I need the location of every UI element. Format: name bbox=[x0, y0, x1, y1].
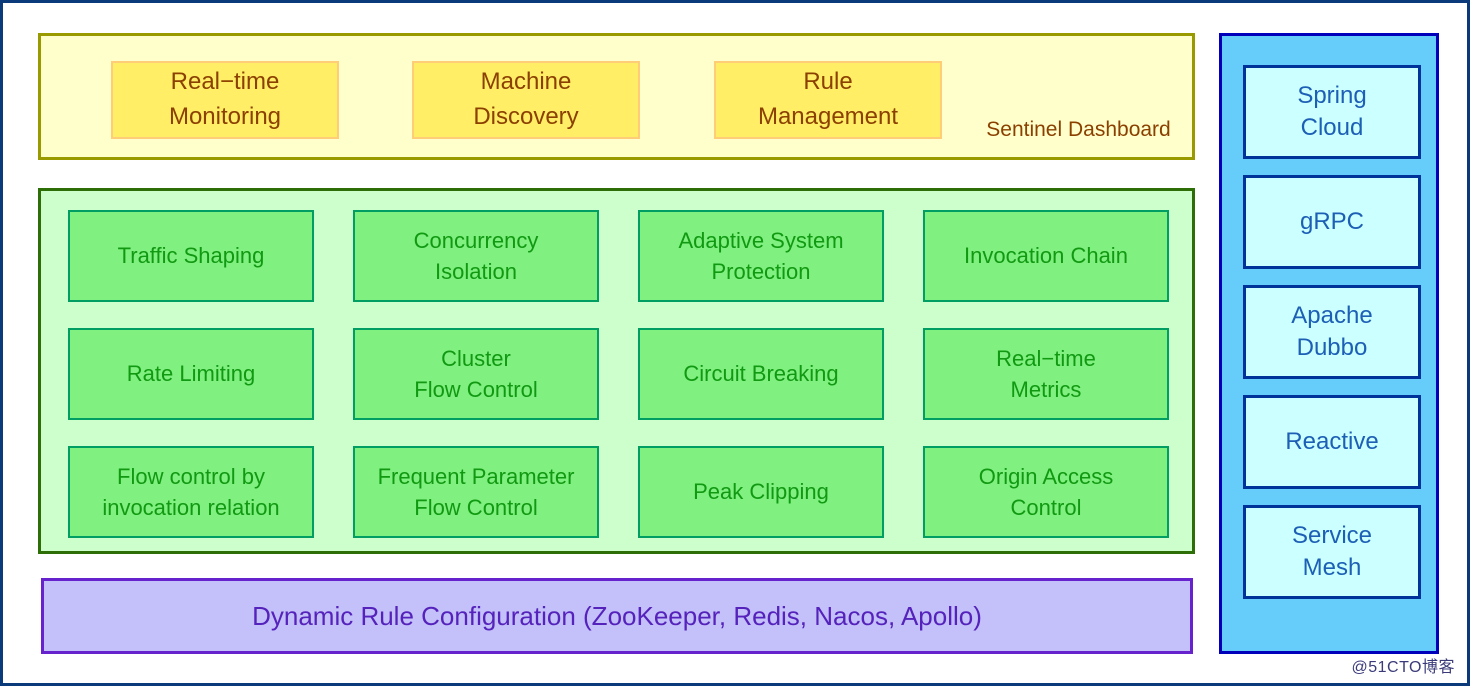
core-box-rate-limiting: Rate Limiting bbox=[68, 328, 314, 420]
core-box-flow-control-by-invocation-relation: Flow control by invocation relation bbox=[68, 446, 314, 538]
dynamic-rule-configuration-bar: Dynamic Rule Configuration (ZooKeeper, R… bbox=[41, 578, 1193, 654]
dashboard-box-machine-discovery: Machine Discovery bbox=[412, 61, 640, 139]
dashboard-box-line1: Machine bbox=[480, 68, 572, 96]
integration-box-line1: Reactive bbox=[1285, 427, 1379, 455]
core-box-line1: Traffic Shaping bbox=[117, 243, 265, 269]
core-box-line1: Circuit Breaking bbox=[683, 361, 839, 387]
core-box-line1: Adaptive System bbox=[678, 227, 844, 253]
core-box-circuit-breaking: Circuit Breaking bbox=[638, 328, 884, 420]
watermark: @51CTO博客 bbox=[1351, 659, 1455, 676]
core-box-line1: Frequent Parameter bbox=[377, 463, 575, 489]
core-features-grid: Traffic Shaping Concurrency Isolation Ad… bbox=[68, 210, 1169, 538]
core-box-line1: Invocation Chain bbox=[964, 243, 1128, 269]
sentinel-dashboard-panel: Real−time Monitoring Machine Discovery R… bbox=[38, 33, 1195, 160]
dashboard-box-line1: Real−time bbox=[170, 68, 280, 96]
dashboard-box-line2: Discovery bbox=[473, 103, 579, 130]
core-box-line1: Real−time bbox=[996, 345, 1096, 371]
core-box-line1: Peak Clipping bbox=[693, 479, 829, 505]
core-box-concurrency-isolation: Concurrency Isolation bbox=[353, 210, 599, 302]
core-box-line1: Concurrency bbox=[413, 227, 539, 253]
integrations-panel: Spring Cloud gRPC Apache Dubbo Reactive … bbox=[1219, 33, 1439, 654]
core-box-traffic-shaping: Traffic Shaping bbox=[68, 210, 314, 302]
integration-box-line2: Dubbo bbox=[1296, 334, 1368, 361]
core-box-line2: Flow Control bbox=[414, 495, 538, 520]
integration-box-line2: Cloud bbox=[1300, 114, 1364, 141]
dashboard-panel-caption: Sentinel Dashboard bbox=[986, 118, 1171, 141]
integration-box-line1: Apache bbox=[1291, 301, 1373, 329]
core-box-line1: Flow control by bbox=[117, 463, 265, 489]
integration-box-apache-dubbo: Apache Dubbo bbox=[1243, 285, 1421, 379]
core-box-adaptive-system-protection: Adaptive System Protection bbox=[638, 210, 884, 302]
core-box-cluster-flow-control: Cluster Flow Control bbox=[353, 328, 599, 420]
dashboard-box-line1: Rule bbox=[803, 68, 853, 96]
core-box-line1: Origin Access bbox=[978, 463, 1114, 489]
core-box-line2: Flow Control bbox=[414, 377, 538, 402]
integration-box-line1: Service bbox=[1291, 521, 1373, 549]
dashboard-box-line2: Management bbox=[757, 103, 899, 130]
integrations-list: Spring Cloud gRPC Apache Dubbo Reactive … bbox=[1243, 65, 1421, 599]
core-box-line2: Control bbox=[1010, 495, 1082, 520]
core-box-frequent-parameter-flow-control: Frequent Parameter Flow Control bbox=[353, 446, 599, 538]
integration-box-line1: Spring bbox=[1297, 81, 1367, 109]
core-box-line2: invocation relation bbox=[102, 495, 280, 520]
core-box-origin-access-control: Origin Access Control bbox=[923, 446, 1169, 538]
dynamic-rule-configuration-label: Dynamic Rule Configuration (ZooKeeper, R… bbox=[252, 600, 982, 631]
core-box-line1: Rate Limiting bbox=[126, 361, 256, 387]
core-box-line2: Protection bbox=[711, 259, 811, 284]
core-box-line2: Metrics bbox=[1010, 377, 1082, 402]
core-box-line1: Cluster bbox=[441, 345, 511, 371]
integration-box-line2: Mesh bbox=[1302, 554, 1362, 581]
core-box-invocation-chain: Invocation Chain bbox=[923, 210, 1169, 302]
core-box-line2: Isolation bbox=[435, 259, 517, 284]
integration-box-service-mesh: Service Mesh bbox=[1243, 505, 1421, 599]
integration-box-spring-cloud: Spring Cloud bbox=[1243, 65, 1421, 159]
dashboard-box-line2: Monitoring bbox=[168, 103, 282, 130]
integration-box-reactive: Reactive bbox=[1243, 395, 1421, 489]
core-box-peak-clipping: Peak Clipping bbox=[638, 446, 884, 538]
dashboard-box-real-time-monitoring: Real−time Monitoring bbox=[111, 61, 339, 139]
core-features-panel: Traffic Shaping Concurrency Isolation Ad… bbox=[38, 188, 1195, 554]
integration-box-line1: gRPC bbox=[1299, 207, 1365, 235]
integration-box-grpc: gRPC bbox=[1243, 175, 1421, 269]
dashboard-box-rule-management: Rule Management bbox=[714, 61, 942, 139]
core-box-real-time-metrics: Real−time Metrics bbox=[923, 328, 1169, 420]
